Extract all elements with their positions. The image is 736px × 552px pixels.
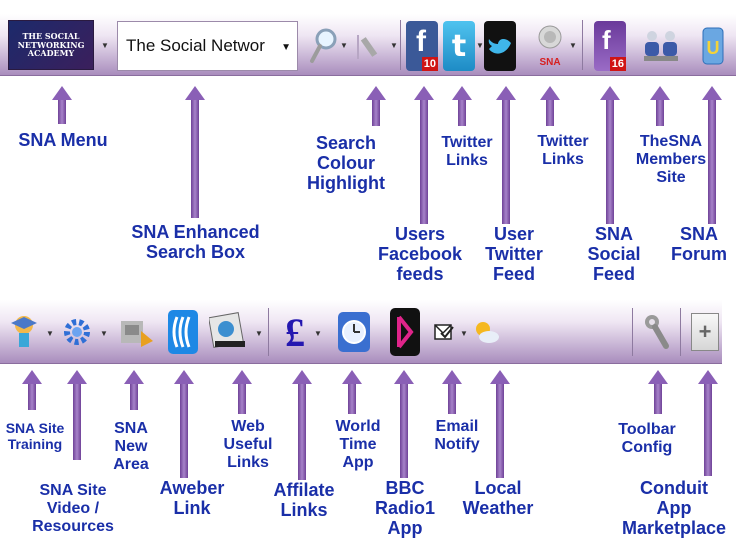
- conduit-add-icon[interactable]: +: [690, 312, 720, 352]
- arrow-sna-menu: [52, 86, 72, 124]
- arrow-bbc-radio: [394, 370, 414, 478]
- aweber-icon[interactable]: [166, 308, 200, 356]
- label-user-twitter: User Twitter Feed: [485, 224, 543, 285]
- label-sna-forum: SNA Forum: [671, 224, 727, 265]
- members-site-icon[interactable]: [642, 24, 680, 68]
- label-members-site: TheSNA Members Site: [635, 133, 707, 186]
- arrow-search-colour: [366, 86, 386, 126]
- label-conduit: Conduit App Marketplace: [621, 478, 727, 539]
- label-aweber: Aweber Link: [159, 478, 225, 519]
- highlighter-dropdown-icon[interactable]: ▼: [390, 41, 398, 50]
- arrow-twitter-links-2: [540, 86, 560, 126]
- label-users-facebook: Users Facebook feeds: [377, 224, 463, 285]
- site-training-icon[interactable]: [6, 312, 42, 352]
- twitter-bird-icon[interactable]: [484, 20, 516, 72]
- label-twitter-links-2: Twitter Links: [537, 133, 589, 168]
- sna-menu-dropdown-icon[interactable]: ▼: [101, 41, 109, 50]
- label-search-colour: Search Colour Highlight: [307, 133, 385, 194]
- magnifier-dropdown-icon[interactable]: ▼: [340, 41, 348, 50]
- site-video-gear-icon[interactable]: [60, 314, 94, 350]
- arrow-email-notify: [442, 370, 462, 414]
- facebook-count-badge: 10: [421, 57, 438, 71]
- arrow-aweber: [174, 370, 194, 478]
- social-feed-count-badge: 16: [609, 57, 626, 71]
- label-sna-menu: SNA Menu: [18, 130, 108, 150]
- affilate-pound-icon[interactable]: £: [285, 309, 305, 355]
- bottom-toolbar: ▼ ▼ ▼ £ ▼: [0, 300, 722, 364]
- sna-logo-text: THE SOCIAL NETWORKING ACADEMY: [17, 31, 85, 59]
- label-world-time: World Time App: [335, 418, 381, 471]
- arrow-users-facebook: [414, 86, 434, 224]
- arrow-toolbar-config: [648, 370, 668, 414]
- twitter-dropdown-icon[interactable]: ▼: [476, 41, 484, 50]
- arrow-sna-search: [185, 86, 205, 218]
- site-video-dropdown-icon[interactable]: ▼: [100, 329, 108, 338]
- search-input-value: The Social Networ: [126, 36, 265, 55]
- highlighter-icon[interactable]: [352, 28, 386, 64]
- arrow-affilate: [292, 370, 312, 480]
- label-new-area: SNA New Area: [113, 420, 149, 473]
- facebook-icon[interactable]: f 10: [406, 20, 438, 72]
- arrow-site-training: [22, 370, 42, 410]
- svg-text:U: U: [707, 38, 720, 58]
- label-bbc-radio: BBC Radio1 App: [374, 478, 435, 539]
- search-magnifier-icon[interactable]: [306, 26, 340, 66]
- arrow-user-twitter: [496, 86, 516, 224]
- sna-search-input[interactable]: The Social Networ ▼: [117, 21, 298, 71]
- label-twitter-links-1: Twitter Links: [441, 134, 493, 169]
- world-time-clock-icon[interactable]: [336, 310, 372, 354]
- arrow-sna-social-feed: [600, 86, 620, 224]
- site-training-dropdown-icon[interactable]: ▼: [46, 329, 54, 338]
- local-weather-icon[interactable]: [470, 314, 502, 350]
- arrow-sna-forum: [702, 86, 722, 224]
- search-dropdown-icon[interactable]: ▼: [281, 42, 291, 53]
- label-toolbar-config: Toolbar Config: [618, 421, 676, 456]
- arrow-world-time: [342, 370, 362, 414]
- web-useful-icon[interactable]: [208, 310, 250, 354]
- web-useful-dropdown-icon[interactable]: ▼: [255, 329, 263, 338]
- label-site-training: SNA Site Training: [5, 420, 65, 452]
- arrow-local-weather: [490, 370, 510, 478]
- arrow-members-site: [650, 86, 670, 126]
- toolbar-separator: [680, 308, 681, 356]
- toolbar-config-wrench-icon[interactable]: [640, 310, 674, 354]
- toolbar-separator: [400, 20, 401, 70]
- label-sna-social-feed: SNA Social Feed: [587, 224, 641, 285]
- label-sna-search: SNA Enhanced Search Box: [131, 222, 260, 263]
- new-area-icon[interactable]: [114, 312, 156, 352]
- arrow-twitter-links-1: [452, 86, 472, 126]
- twitter-links-icon[interactable]: t: [443, 20, 475, 72]
- label-web-useful: Web Useful Links: [223, 418, 273, 471]
- arrow-web-useful: [232, 370, 252, 414]
- sna-forum-icon[interactable]: U: [698, 24, 728, 68]
- label-site-video: SNA Site Video / Resources: [32, 482, 114, 535]
- affilate-dropdown-icon[interactable]: ▼: [314, 329, 322, 338]
- twitter-links-2-dropdown-icon[interactable]: ▼: [569, 41, 577, 50]
- email-notify-dropdown-icon[interactable]: ▼: [460, 329, 468, 338]
- top-toolbar: THE SOCIAL NETWORKING ACADEMY ▼ The Soci…: [0, 14, 736, 76]
- toolbar-separator: [582, 20, 583, 70]
- arrow-site-video: [67, 370, 87, 460]
- arrow-new-area: [124, 370, 144, 410]
- arrow-conduit: [698, 370, 718, 476]
- label-local-weather: Local Weather: [462, 478, 534, 519]
- toolbar-separator: [268, 308, 269, 356]
- twitter-links-2-icon[interactable]: SNA: [534, 22, 566, 70]
- sna-social-feed-icon[interactable]: f 16: [594, 20, 626, 72]
- svg-text:SNA: SNA: [539, 57, 560, 68]
- toolbar-separator: [632, 308, 633, 356]
- email-notify-icon[interactable]: [432, 318, 456, 346]
- label-affilate: Affilate Links: [273, 480, 335, 521]
- bbc-radio-icon[interactable]: [388, 306, 422, 358]
- label-email-notify: Email Notify: [434, 418, 480, 453]
- sna-logo-button[interactable]: THE SOCIAL NETWORKING ACADEMY: [8, 20, 94, 70]
